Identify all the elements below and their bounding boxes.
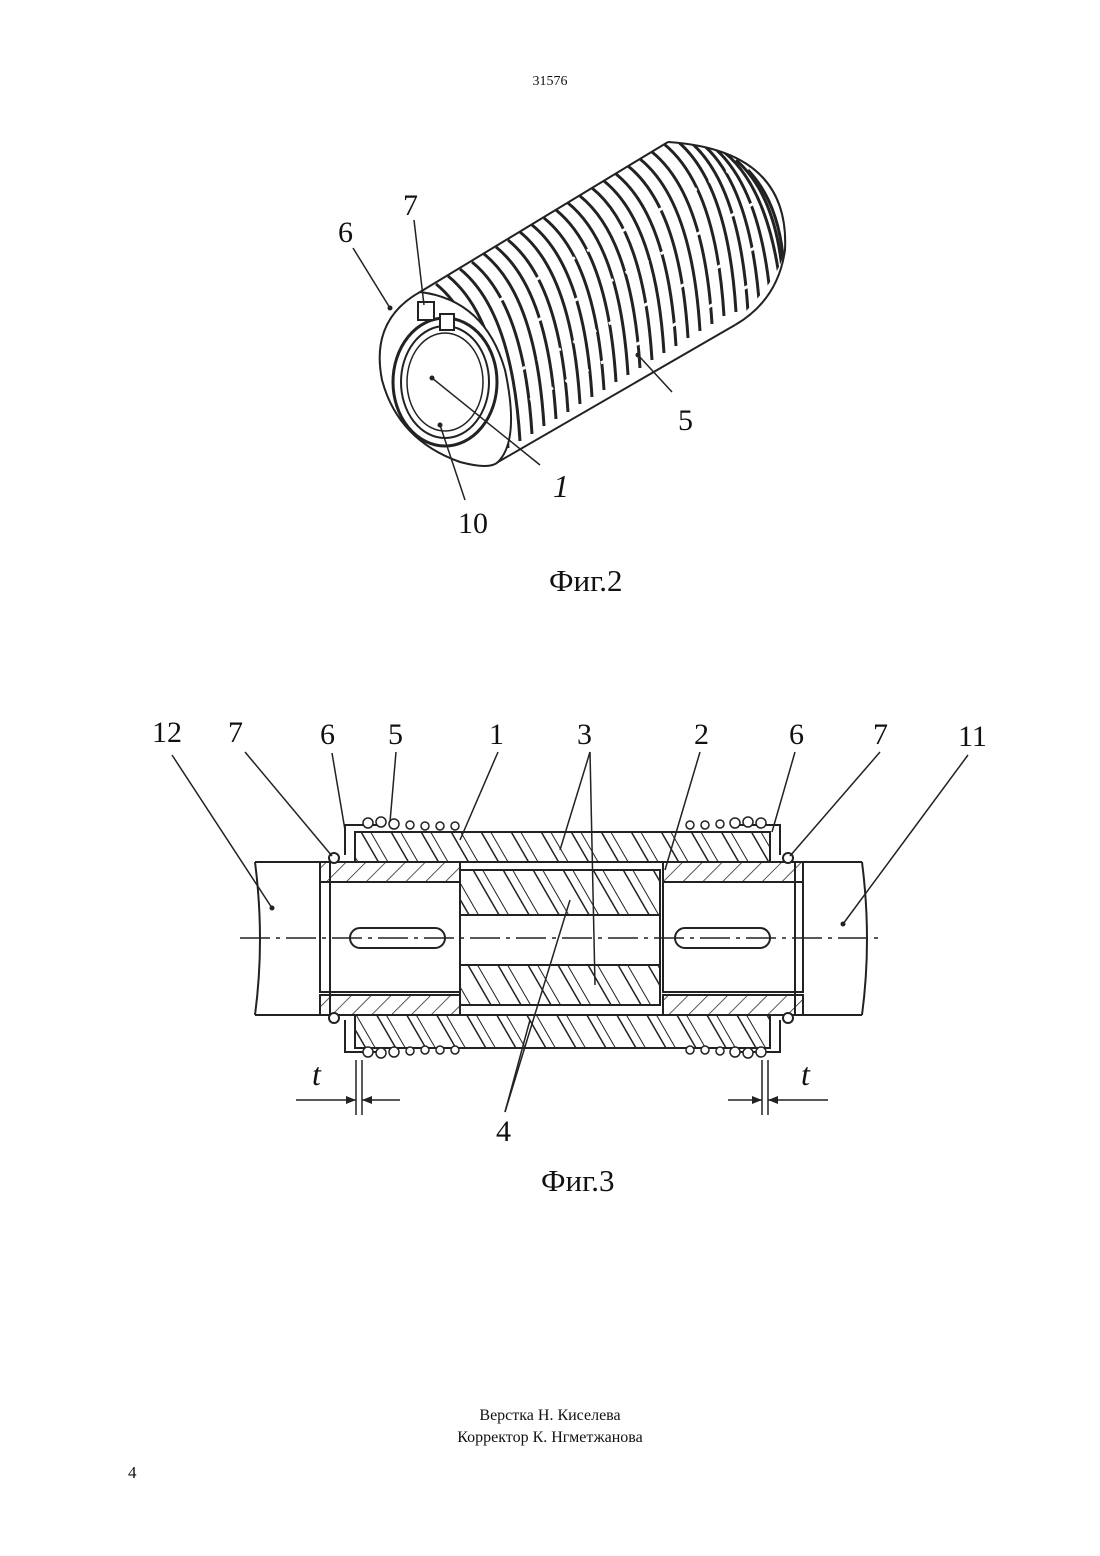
fig3-label-1: 1 — [489, 720, 504, 750]
fig3-label-6-left: 6 — [320, 720, 335, 750]
fig3-label-3: 3 — [577, 720, 592, 750]
fig3-label-12: 12 — [152, 718, 182, 748]
fig3-label-7-left: 7 — [228, 718, 243, 748]
fig3-label-7-right: 7 — [873, 720, 888, 750]
layout-credit: Верстка Н. Киселева — [0, 1405, 1100, 1427]
page-number: 4 — [128, 1463, 137, 1483]
fig3-label-t-right: t — [801, 1058, 810, 1090]
fig3-label-6-right: 6 — [789, 720, 804, 750]
fig3-label-t-left: t — [312, 1058, 321, 1090]
fig3-label-2: 2 — [694, 720, 709, 750]
fig3-label-5: 5 — [388, 720, 403, 750]
proof-credit: Корректор К. Нгметжанова — [0, 1427, 1100, 1449]
fig3-label-11: 11 — [958, 722, 987, 752]
figure-3-caption: Фиг.3 — [541, 1163, 615, 1199]
fig3-label-4: 4 — [496, 1117, 511, 1147]
